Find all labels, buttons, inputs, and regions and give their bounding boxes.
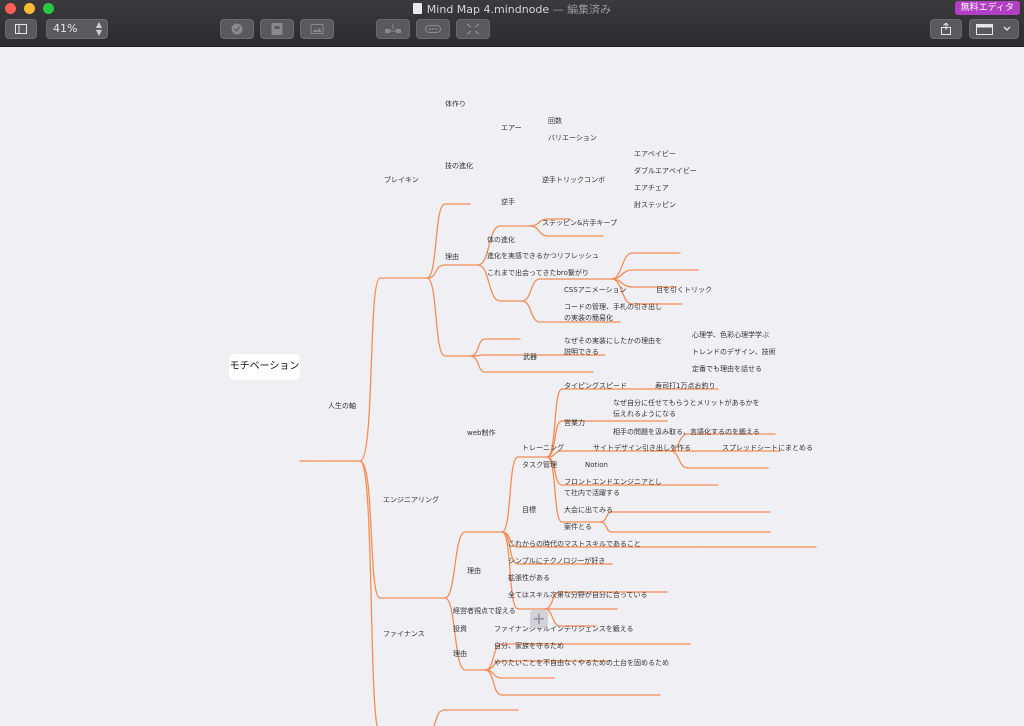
view-mode-button[interactable] — [969, 19, 1019, 39]
add-child-icon — [385, 24, 401, 33]
node-air-variation[interactable]: バリエーション — [548, 134, 597, 142]
add-node-button[interactable]: + — [530, 610, 548, 628]
node-typing-score[interactable]: 寿司打1万点お釣り — [655, 382, 716, 390]
document-name: Mind Map 4.mindnode — [426, 3, 550, 16]
node-tech[interactable]: 技の進化 — [445, 162, 473, 170]
node-task[interactable]: タスク管理 — [522, 461, 557, 469]
add-sibling-icon — [425, 25, 441, 33]
add-sibling-button[interactable] — [416, 19, 450, 39]
node-eng-reason-2[interactable]: シンプルにテクノロジーが好き — [508, 557, 606, 565]
task-button[interactable] — [220, 19, 254, 39]
edit-status: — 編集済み — [552, 3, 612, 16]
node-air-count[interactable]: 回数 — [548, 117, 562, 125]
node-combo-4[interactable]: 肘ステッピン — [634, 201, 676, 209]
node-why-2[interactable]: トレンドのデザイン、技術 — [692, 348, 776, 356]
node-training-design[interactable]: サイトデザイン引き出しを作る — [593, 444, 691, 452]
node-sales-1-line1[interactable]: なぜ自分に任せてもらうとメリットがあるかを — [613, 399, 760, 407]
sidebar-icon — [15, 24, 27, 34]
note-button[interactable] — [260, 19, 294, 39]
node-finance[interactable]: ファイナンス — [383, 630, 425, 638]
node-goal-fe-line1[interactable]: フロントエンドエンジニアとし — [564, 478, 662, 486]
check-icon — [231, 23, 243, 35]
stepper-arrows-icon: ▲▼ — [95, 20, 102, 37]
window-title: Mind Map 4.mindnode — 編集済み — [0, 1, 1024, 17]
node-typing[interactable]: タイピングスピード — [564, 382, 627, 390]
node-finance-reason-1[interactable]: 自分、家族を守るため — [494, 642, 564, 650]
node-body[interactable]: 体作り — [445, 100, 466, 108]
node-code-line2[interactable]: の実装の簡易化 — [564, 314, 613, 322]
node-air[interactable]: エアー — [501, 124, 522, 132]
node-finance-exec[interactable]: 経営者視点で捉える — [453, 607, 516, 615]
node-goal-contest[interactable]: 大会に出てみる — [564, 506, 613, 514]
focus-icon — [466, 23, 480, 35]
node-task-notion[interactable]: Notion — [585, 461, 608, 469]
node-why-line1[interactable]: なぜその実装にしたかの理由を — [564, 337, 662, 345]
node-reverse[interactable]: 逆手 — [501, 198, 515, 206]
node-breaking[interactable]: ブレイキン — [384, 176, 419, 184]
node-reverse-combo[interactable]: 逆手トリックコンボ — [542, 176, 605, 184]
zoom-select[interactable]: 41% ▲▼ — [46, 19, 108, 39]
add-child-button[interactable] — [376, 19, 410, 39]
node-sales[interactable]: 営業力 — [564, 419, 585, 427]
node-finance-reason[interactable]: 理由 — [453, 650, 467, 658]
node-eng-reason-1[interactable]: これからの時代のマストスキルであること — [508, 540, 641, 548]
minimize-window-button[interactable] — [24, 3, 35, 14]
node-finance-reason-2[interactable]: やりたいことを不自由なくやるための土台を固めるため — [494, 659, 669, 667]
node-training-sheet[interactable]: スプレッドシートにまとめる — [722, 444, 813, 452]
node-breaking-reason-3[interactable]: これまで出会ってきたbro繋がり — [487, 269, 589, 277]
node-combo-1[interactable]: エアベイビー — [634, 150, 676, 158]
node-css-trick[interactable]: 目を引くトリック — [656, 286, 712, 294]
node-engineering[interactable]: エンジニアリング — [383, 496, 439, 504]
document-icon — [412, 3, 422, 14]
node-invest[interactable]: 投資 — [453, 625, 467, 633]
node-sales-2[interactable]: 相手の問題を汲み取る、言語化するのを鍛える — [613, 428, 760, 436]
node-goal[interactable]: 目標 — [522, 506, 536, 514]
zoom-value: 41% — [53, 22, 78, 35]
node-eng-reason[interactable]: 理由 — [467, 567, 481, 575]
node-reverse-step[interactable]: ステッピン&片手キープ — [542, 219, 618, 227]
node-eng-reason-3[interactable]: 拡張性がある — [508, 574, 550, 582]
node-why-1[interactable]: 心理学、色彩心理学学ぶ — [692, 331, 769, 339]
node-why-line2[interactable]: 説明できる — [564, 348, 599, 356]
mindmap-connectors — [299, 203, 817, 726]
focus-button[interactable] — [456, 19, 490, 39]
image-button[interactable] — [300, 19, 334, 39]
sidebar-toggle-button[interactable] — [5, 19, 37, 39]
outline-view-icon — [976, 24, 1011, 35]
node-training[interactable]: トレーニング — [522, 444, 564, 452]
node-why-3[interactable]: 定番でも理由を話せる — [692, 365, 762, 373]
image-icon — [310, 24, 324, 34]
plus-icon: + — [532, 609, 546, 628]
node-goal-fe-line2[interactable]: て社内で活躍する — [564, 489, 620, 497]
share-icon — [941, 23, 951, 35]
node-css[interactable]: CSSアニメーション — [564, 286, 627, 294]
node-goal-project[interactable]: 案件とる — [564, 523, 592, 531]
node-code-line1[interactable]: コードの管理、手札の引き出し — [564, 303, 662, 311]
node-breaking-reason[interactable]: 理由 — [445, 253, 459, 261]
close-window-button[interactable] — [5, 3, 16, 14]
node-sales-1-line2[interactable]: 伝えれるようになる — [613, 410, 676, 418]
mindmap-canvas[interactable]: モチベーション 人生の軸 ブレイキン 体作り 技の進化 エアー 回数 バリエーシ… — [0, 47, 1024, 726]
free-editor-badge[interactable]: 無料エディタ — [954, 1, 1020, 15]
zoom-window-button[interactable] — [43, 3, 54, 14]
note-icon — [271, 23, 283, 35]
title-bar: Mind Map 4.mindnode — 編集済み 無料エディタ 41% ▲▼ — [0, 0, 1024, 47]
node-weapon[interactable]: 武器 — [523, 353, 537, 361]
node-combo-2[interactable]: ダブルエアベイビー — [634, 167, 697, 175]
node-eng-reason-4[interactable]: 全てはスキル次第な分野が自分に合っている — [508, 591, 648, 599]
node-web[interactable]: web制作 — [467, 429, 496, 437]
node-invest-fi[interactable]: ファイナンシャルインテリジェンスを鍛える — [494, 625, 634, 633]
node-main[interactable]: 人生の軸 — [328, 402, 356, 410]
node-combo-3[interactable]: エアチェア — [634, 184, 669, 192]
node-breaking-reason-2[interactable]: 進化を実感できるかつリフレッシュ — [487, 252, 599, 260]
root-node[interactable]: モチベーション — [229, 354, 300, 380]
share-button[interactable] — [930, 19, 962, 39]
node-breaking-reason-1[interactable]: 体の進化 — [487, 236, 515, 244]
